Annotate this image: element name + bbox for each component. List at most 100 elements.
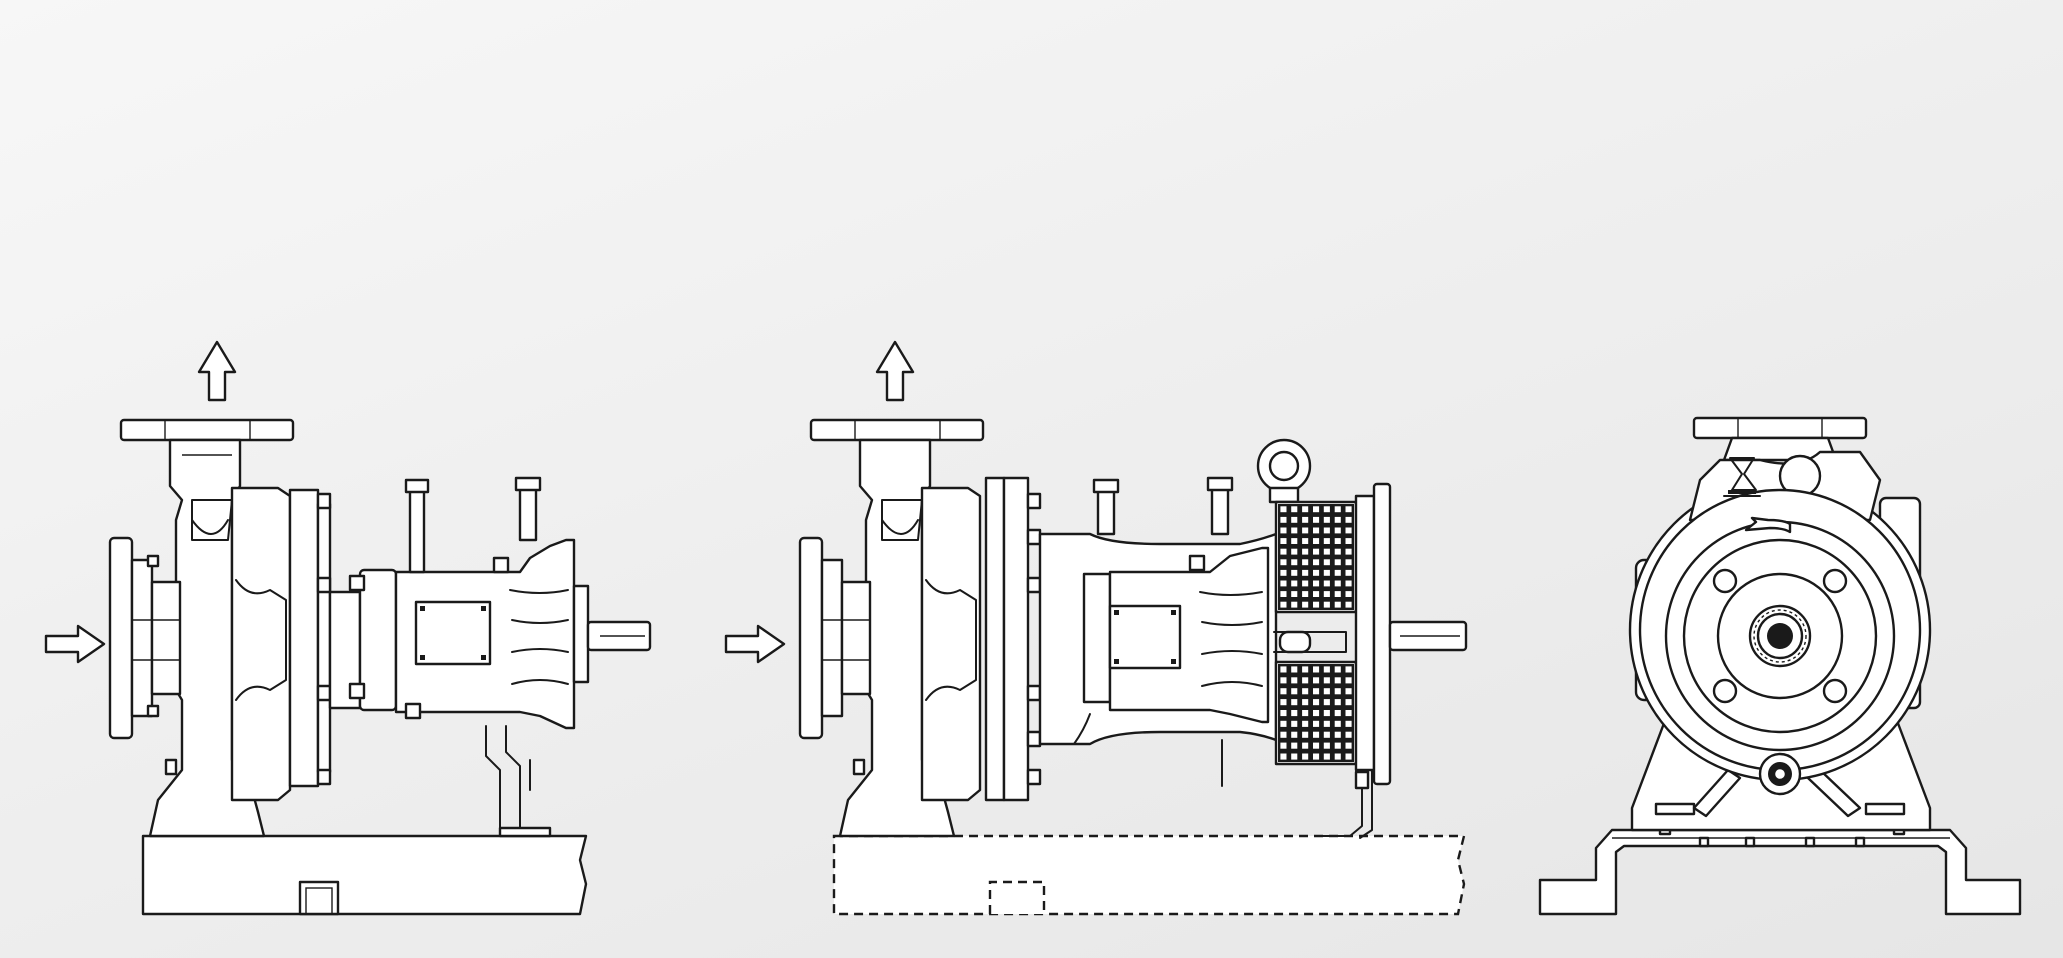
guard-mesh-hole [1302,559,1309,566]
guard-mesh-hole [1291,548,1298,555]
guard-mesh-hole [1291,506,1298,513]
guard-mesh-hole [1280,710,1287,717]
guard-mesh-hole [1313,569,1320,576]
guard-mesh-hole [1334,506,1341,513]
guard-mesh-hole [1345,753,1352,760]
guard-mesh-hole [1280,720,1287,727]
guard-mesh-hole [1345,731,1352,738]
guard-mesh-hole [1345,742,1352,749]
guard-mesh-hole [1291,720,1298,727]
guard-mesh-hole [1302,677,1309,684]
guard-mesh-hole [1291,516,1298,523]
outlet-flow-arrow [197,340,237,402]
guard-mesh-hole [1302,699,1309,706]
guard-mesh-hole [1280,742,1287,749]
guard-mesh-hole [1334,688,1341,695]
front-view [1538,416,2022,916]
guard-mesh-hole [1313,720,1320,727]
guard-mesh-hole [1323,580,1330,587]
side-view-motor-bracket-version [724,340,1468,916]
guard-mesh-hole [1291,666,1298,673]
guard-mesh-hole [1280,527,1287,534]
suction-flange [108,536,182,740]
guard-mesh-hole [1302,720,1309,727]
guard-mesh-hole [1345,506,1352,513]
guard-mesh-hole [1334,742,1341,749]
guard-mesh-hole [1313,710,1320,717]
casing-cover [230,486,332,802]
guard-mesh-hole [1313,666,1320,673]
guard-mesh-hole [1302,506,1309,513]
discharge-flange [809,418,985,442]
bearing-housing [1082,546,1270,724]
guard-mesh-hole [1323,731,1330,738]
guard-mesh-hole [1302,742,1309,749]
guard-mesh-hole [1302,591,1309,597]
guard-mesh-hole [1334,548,1341,555]
guard-mesh-hole [1313,506,1320,513]
guard-mesh-hole [1302,548,1309,555]
pump-shaft [1388,620,1468,652]
guard-mesh-hole [1291,677,1298,684]
guard-mesh-hole [1323,720,1330,727]
guard-mesh-hole [1334,601,1341,608]
guard-mesh-hole [1345,591,1352,597]
flange-bolt-holes [1712,568,1848,704]
drain-plug [1758,752,1802,796]
guard-mesh-hole [1313,548,1320,555]
guard-mesh-hole [1334,538,1341,544]
guard-mesh-hole [1323,527,1330,534]
guard-mesh-hole [1345,569,1352,576]
guard-mesh-hole [1323,601,1330,608]
guard-mesh-hole [1345,516,1352,523]
guard-mesh-hole [1334,699,1341,706]
suction-flange [798,536,872,776]
guard-mesh-hole [1280,731,1287,738]
guard-mesh-hole [1291,688,1298,695]
pump-shaft [586,620,652,652]
guard-mesh-hole [1323,506,1330,513]
baseplate-feet [1538,824,2022,916]
guard-mesh-hole [1291,731,1298,738]
guard-mesh-hole [1323,591,1330,597]
guard-mesh-hole [1323,677,1330,684]
guard-mesh-hole [1313,688,1320,695]
guard-mesh-hole [1334,559,1341,566]
guard-mesh-hole [1313,580,1320,587]
guard-mesh-hole [1313,538,1320,544]
discharge-flange [119,418,295,442]
guard-mesh-hole [1334,710,1341,717]
guard-mesh-hole [1323,559,1330,566]
guard-mesh-hole [1280,580,1287,587]
guard-mesh-hole [1280,516,1287,523]
guard-mesh-hole [1323,699,1330,706]
shaft-end [1748,604,1812,668]
discharge-flange [1692,416,1868,462]
guard-mesh-hole [1334,753,1341,760]
side-view-coupled-version [44,340,652,916]
lifting-point-symbol [1723,457,1761,497]
guard-mesh-hole [1280,506,1287,513]
guard-mesh-hole [1323,688,1330,695]
guard-mesh-hole [1302,666,1309,673]
guard-mesh-hole [1302,527,1309,534]
guard-mesh-hole [1280,538,1287,544]
guard-mesh-hole [1291,601,1298,608]
bearing-bracket [328,538,590,730]
guard-mesh-hole [1323,666,1330,673]
baseplate [141,834,588,916]
guard-mesh-hole [1345,710,1352,717]
guard-mesh-hole [1313,677,1320,684]
guard-mesh-hole [1345,699,1352,706]
guard-mesh-hole [1345,677,1352,684]
vent-plugs [404,476,542,574]
guard-mesh-hole [1345,688,1352,695]
guard-mesh-hole [1302,569,1309,576]
guard-mesh-hole [1291,591,1298,597]
guard-mesh-hole [1280,548,1287,555]
casing-cover [920,476,1042,802]
guard-mesh-hole [1313,527,1320,534]
guard-mesh-hole [1302,601,1309,608]
